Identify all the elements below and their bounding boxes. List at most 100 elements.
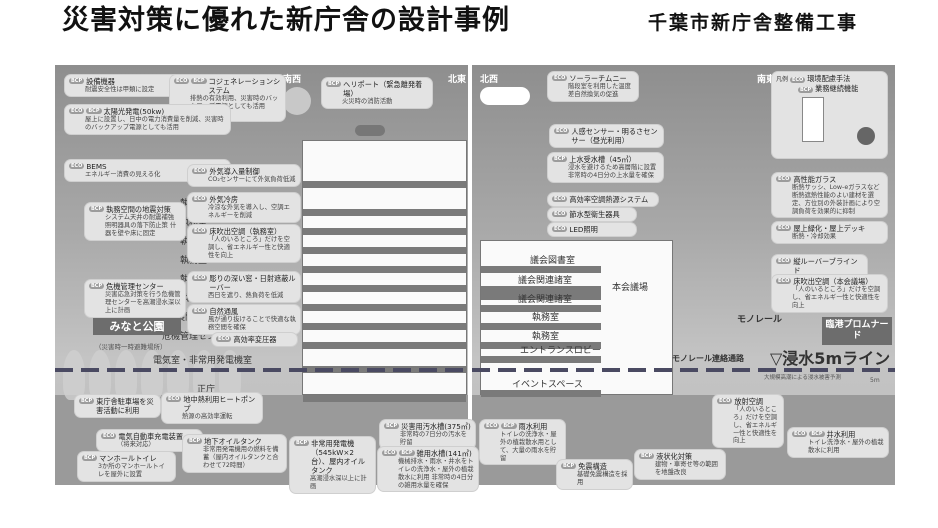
callout-body: 高潮浸水深以上に計画 [310,475,367,490]
room-label: 執務室 [532,313,560,323]
tree-icon [63,350,85,400]
flood-depth: 5m [870,377,880,384]
callout-body: 建物・車寄せ等の範囲を地盤改良 [655,461,718,476]
callout-title: 高性能ガラス [793,175,837,184]
callout-body: 屋上に設置し、日中の電力消費量を削減、災害時のバックアップ電源としても活用 [85,116,224,131]
callout-body: 3か所のマンホールトイレを屋外に設置 [98,463,165,478]
park-label: みなと公園 [93,318,181,335]
floor-slab [303,323,466,330]
eco-tag: ECO [192,168,208,175]
tree-icon [193,350,215,400]
callout-title: 井水利用 [826,430,856,439]
tree-icon [89,350,111,400]
callout-title: 太陽光発電(50kw) [103,107,165,116]
park-note: （災害時一時避難場所） [95,343,167,351]
eco-tag: ECO [192,196,208,203]
eco-tag: ECO [382,450,398,457]
eco-tag: ECO [717,398,733,405]
callout-title: 外気冷房 [209,195,239,204]
tree-icon [115,350,137,400]
floor-slab [303,209,466,216]
callout-title: 東庁舎駐車場を災害活動に利用 [96,397,154,415]
floor-slab [481,342,601,349]
eco-tag: ECO [552,211,568,218]
bcp-tag: BCP [82,455,98,462]
room-label: 正庁 [197,385,216,395]
eco-tag: ECO [552,226,568,233]
callout-body: （将来対応） [117,441,155,448]
bcp-tag: BCP [326,81,342,88]
callout-body: 「人のいるところ」だけを空調し、省エネルギー性と快適性を向上 [733,406,778,445]
bcp-tag: BCP [639,453,655,460]
callout-title: 設備機器 [86,77,115,86]
callout-body: エネルギー消費の見える化 [85,171,161,178]
room-label: 議会図書室 [530,256,576,266]
callout-title: 高効率空調熱源システム [569,195,649,204]
eco-tag: ECO [776,278,792,285]
floor-slab [481,390,601,397]
eco-tag: ECO [192,275,208,282]
callout-title: 高効率変圧器 [233,335,277,344]
eco-tag: ECO [552,75,568,82]
callout-title: 免震構造 [578,462,607,471]
eco-tag: ECO [792,431,808,438]
callout-title: 災害用汚水槽(375㎥) [401,422,471,431]
direction-ne: 北東 [448,75,467,85]
legend-eco-text: 環境配慮手法 [807,74,851,83]
room-label: 危機管理センター [162,332,235,342]
callout-body: 「人のいるところ」だけを空調し、省エネルギー性と快適性を向上 [792,286,881,309]
callout-body: トイレ洗浄水・屋外の植栽散水に利用 [808,439,884,454]
site-plan-icon [802,97,824,142]
callout-title: 節水型衛生器具 [569,210,620,219]
eco-tag: ECO [776,225,792,232]
callout-title: BEMS [86,162,107,171]
bcp-tag: BCP [89,206,105,213]
floor-slab [303,304,466,311]
legend-bcp-text: 業務継続機能 [815,83,859,93]
callout-title: 屋上緑化・屋上デッキ [793,224,866,233]
eco-tag: ECO [554,128,570,135]
eco-tag: ECO [552,196,568,203]
bcp-tag: BCP [191,78,207,85]
room-label: 執務室 [532,332,560,342]
callout-title: 彫りの深い窓・日射遮蔽ルーバー [209,274,296,292]
callout-body: 「人のいるところ」だけを空調し、省エネルギー性と快適性を向上 [208,236,290,259]
floor-slab [481,293,601,300]
eco-tag: ECO [484,423,500,430]
bcp-tag: BCP [399,450,415,457]
callout-body: 浸水を避けるため高層階に設置 非常時の4日分の上水量を確保 [568,164,657,179]
project-name: 千葉市新庁舎整備工事 [648,12,859,34]
room-label: 執務室 [180,218,208,228]
bcp-tag: BCP [552,156,568,163]
callout-title: 電気自動車充電装置 [118,432,184,441]
callout-title: ソーラーチムニー [569,74,627,83]
callout-title: 放射空調 [734,397,764,406]
eco-tag: ECO [789,77,806,84]
tree-icon [167,350,189,400]
bcp-tag: BCP [86,108,102,115]
callout-body: 熱源の高効率運転 [182,413,233,420]
helicopter-icon [355,125,385,136]
bcp-tag: BCP [294,440,310,447]
callout-title: 執務空間の地震対策 [106,205,171,214]
callout-body: システム天井の耐震補強 照明器具の落下防止策 什器を壁や床に固定 [105,214,177,237]
cloud-icon [480,87,530,105]
room-label: イベントスペース [512,380,583,390]
monorail-label: モノレール [737,315,783,325]
floor-slab [303,395,466,402]
floor-slab [481,356,601,363]
